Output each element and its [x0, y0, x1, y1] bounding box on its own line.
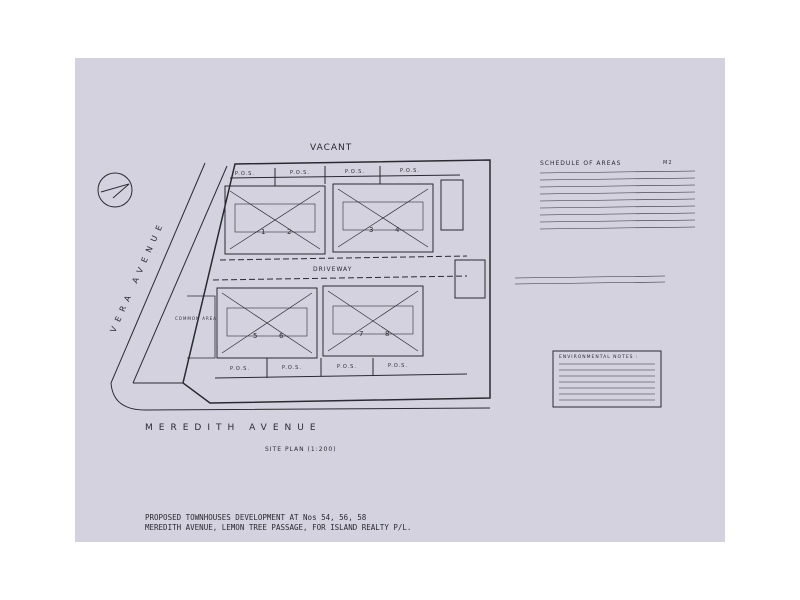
- notes-lines: [559, 363, 655, 401]
- driveway-label: DRIVEWAY: [313, 266, 352, 273]
- unit-number: 5: [253, 332, 258, 340]
- pos-label: P.O.S.: [388, 363, 408, 369]
- roof-inner: [234, 203, 316, 233]
- unit-number: 8: [385, 330, 390, 338]
- schedule-lines: [514, 170, 696, 285]
- pos-label: P.O.S.: [290, 170, 310, 176]
- driveway-edge: [212, 275, 468, 281]
- vera-road-line: [110, 162, 206, 384]
- roof-lines: [327, 290, 419, 352]
- unit-number: 3: [369, 226, 374, 234]
- north-arrow-icon: [97, 172, 133, 208]
- roof-inner: [226, 307, 308, 337]
- fence-line: [229, 174, 461, 179]
- street-label-top: VACANT: [310, 143, 352, 153]
- schedule-title: SCHEDULE OF AREAS: [540, 160, 621, 167]
- unit-number: 6: [279, 332, 284, 340]
- roof-inner: [342, 201, 424, 231]
- pos-label: P.O.S.: [337, 364, 357, 370]
- pos-label: P.O.S.: [235, 171, 255, 177]
- unit-number: 7: [359, 330, 364, 338]
- unit-block-3-4: [332, 183, 434, 253]
- side-structure: [440, 179, 464, 231]
- title-line-1: PROPOSED TOWNHOUSES DEVELOPMENT AT Nos 5…: [145, 513, 367, 522]
- unit-number: 2: [287, 228, 292, 236]
- unit-number: 1: [261, 228, 266, 236]
- street-label-bottom: MEREDITH AVENUE: [145, 423, 322, 433]
- roof-lines: [221, 292, 313, 354]
- street-label-left: VERA AVENUE: [109, 219, 167, 334]
- common-area-label: COMMON AREA: [175, 316, 217, 321]
- pos-label: P.O.S.: [345, 169, 365, 175]
- title-line-2: MEREDITH AVENUE, LEMON TREE PASSAGE, FOR…: [145, 523, 411, 532]
- unit-block-7-8: [322, 285, 424, 357]
- common-area-outline: [187, 295, 216, 359]
- road-curve: [110, 382, 491, 411]
- unit-number: 4: [395, 226, 400, 234]
- scale-label: SITE PLAN (1:200): [265, 446, 337, 453]
- driveway-edge: [219, 255, 468, 261]
- notes-title: ENVIRONMENTAL NOTES :: [559, 354, 638, 360]
- vera-road-line: [132, 165, 228, 384]
- drawing-sheet: VACANT MEREDITH AVENUE VERA AVENUE DRIVE…: [75, 58, 725, 542]
- environmental-notes-box: [552, 350, 662, 408]
- pos-label: P.O.S.: [400, 168, 420, 174]
- roof-inner: [332, 305, 414, 335]
- pos-label: P.O.S.: [230, 366, 250, 372]
- north-arrow-icon: [100, 183, 130, 199]
- schedule-unit: M2: [663, 160, 673, 166]
- pos-label: P.O.S.: [282, 365, 302, 371]
- roof-lines: [337, 188, 429, 248]
- side-structure: [454, 259, 486, 299]
- site-plan-drawing: VACANT MEREDITH AVENUE VERA AVENUE DRIVE…: [97, 143, 696, 532]
- roof-lines: [229, 190, 321, 250]
- fence-line: [214, 373, 468, 379]
- site-boundary: [182, 159, 491, 404]
